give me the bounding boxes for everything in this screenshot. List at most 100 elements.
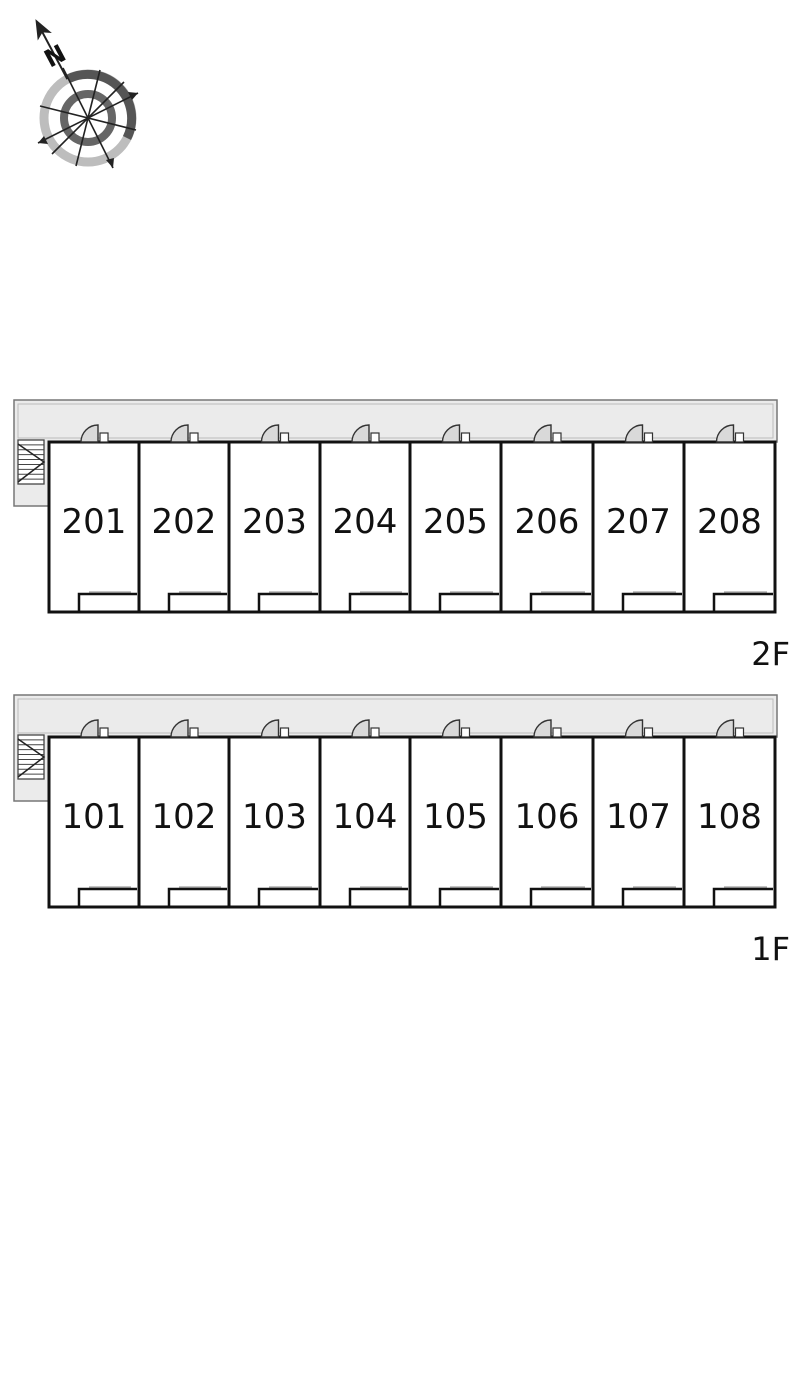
door-icon (715, 719, 745, 738)
unit-number: 203 (242, 502, 307, 542)
unit-number: 207 (606, 502, 671, 542)
unit-102: 102 (137, 719, 231, 909)
unit-number: 202 (152, 502, 217, 542)
unit-108: 108 (682, 719, 777, 909)
unit-208: 208 (682, 424, 777, 614)
unit-104: 104 (318, 719, 412, 909)
unit-outline (318, 735, 412, 909)
meter-box-icon (99, 432, 109, 443)
unit-204: 204 (318, 424, 412, 614)
unit-number: 105 (423, 797, 488, 837)
unit-number: 208 (697, 502, 762, 542)
unit-number: 106 (515, 797, 580, 837)
door-icon (715, 424, 745, 443)
unit-outline (408, 735, 503, 909)
door-icon (624, 424, 654, 443)
meter-box-icon (370, 727, 380, 738)
unit-205: 205 (408, 424, 503, 614)
meter-box-icon (370, 432, 380, 443)
unit-number: 104 (333, 797, 398, 837)
door-icon (80, 424, 109, 443)
meter-box-icon (460, 727, 471, 738)
corridor-inner-edge (17, 403, 774, 439)
unit-outline (137, 440, 231, 614)
unit-106: 106 (499, 719, 595, 909)
compass-north-letter: N (40, 39, 71, 73)
meter-box-icon (99, 727, 109, 738)
floor-2F: 201 202 203 204 205 206 207 208 2F (13, 399, 790, 673)
north-compass-icon: N (35, 19, 139, 169)
compass-arrow-sw (38, 136, 48, 144)
unit-number: 101 (62, 797, 127, 837)
unit-207: 207 (591, 424, 686, 614)
balcony-wall (257, 887, 318, 907)
unit-outline (591, 440, 686, 614)
door-icon (533, 424, 562, 443)
balcony-wall (77, 887, 137, 907)
balcony-wall (348, 887, 408, 907)
balcony-wall (438, 887, 499, 907)
meter-box-icon (460, 432, 471, 443)
door-icon (441, 424, 471, 443)
door-icon (260, 424, 290, 443)
corridor-inner-edge (17, 698, 774, 734)
unit-number: 205 (423, 502, 488, 542)
balcony-wall (77, 592, 137, 612)
balcony-wall (621, 887, 682, 907)
unit-103: 103 (227, 719, 322, 909)
compass-arrow-s (106, 158, 114, 168)
unit-number: 206 (515, 502, 580, 542)
door-icon (80, 719, 109, 738)
compass-arrow-ne (128, 92, 138, 100)
unit-number: 201 (62, 502, 127, 542)
meter-box-icon (189, 727, 199, 738)
unit-201: 201 (47, 424, 141, 614)
door-icon (170, 719, 199, 738)
balcony-wall (712, 592, 773, 612)
unit-outline (227, 735, 322, 909)
staircase-icon (17, 439, 46, 485)
balcony-wall (257, 592, 318, 612)
unit-105: 105 (408, 719, 503, 909)
unit-outline (47, 440, 141, 614)
unit-101: 101 (47, 719, 141, 909)
unit-203: 203 (227, 424, 322, 614)
unit-number: 102 (152, 797, 217, 837)
unit-outline (499, 735, 595, 909)
unit-number: 107 (606, 797, 671, 837)
meter-box-icon (734, 727, 745, 738)
unit-outline (408, 440, 503, 614)
door-icon (441, 719, 471, 738)
meter-box-icon (552, 727, 562, 738)
meter-box-icon (643, 432, 654, 443)
balcony-wall (529, 592, 591, 612)
staircase-icon (17, 734, 46, 780)
balcony-wall (167, 887, 227, 907)
door-icon (351, 719, 380, 738)
unit-number: 108 (697, 797, 762, 837)
balcony-wall (621, 592, 682, 612)
compass-spokes (37, 67, 139, 169)
door-icon (170, 424, 199, 443)
meter-box-icon (279, 727, 290, 738)
door-icon (351, 424, 380, 443)
compass-inner-ring (60, 90, 116, 146)
floor-label: 2F (751, 635, 790, 673)
balcony-wall (438, 592, 499, 612)
meter-box-icon (643, 727, 654, 738)
unit-206: 206 (499, 424, 595, 614)
meter-box-icon (279, 432, 290, 443)
unit-107: 107 (591, 719, 686, 909)
unit-202: 202 (137, 424, 231, 614)
door-icon (533, 719, 562, 738)
meter-box-icon (552, 432, 562, 443)
door-icon (260, 719, 290, 738)
compass-north-arrowhead (35, 19, 52, 41)
floor-label: 1F (751, 930, 790, 968)
balcony-wall (529, 887, 591, 907)
unit-outline (47, 735, 141, 909)
unit-outline (591, 735, 686, 909)
